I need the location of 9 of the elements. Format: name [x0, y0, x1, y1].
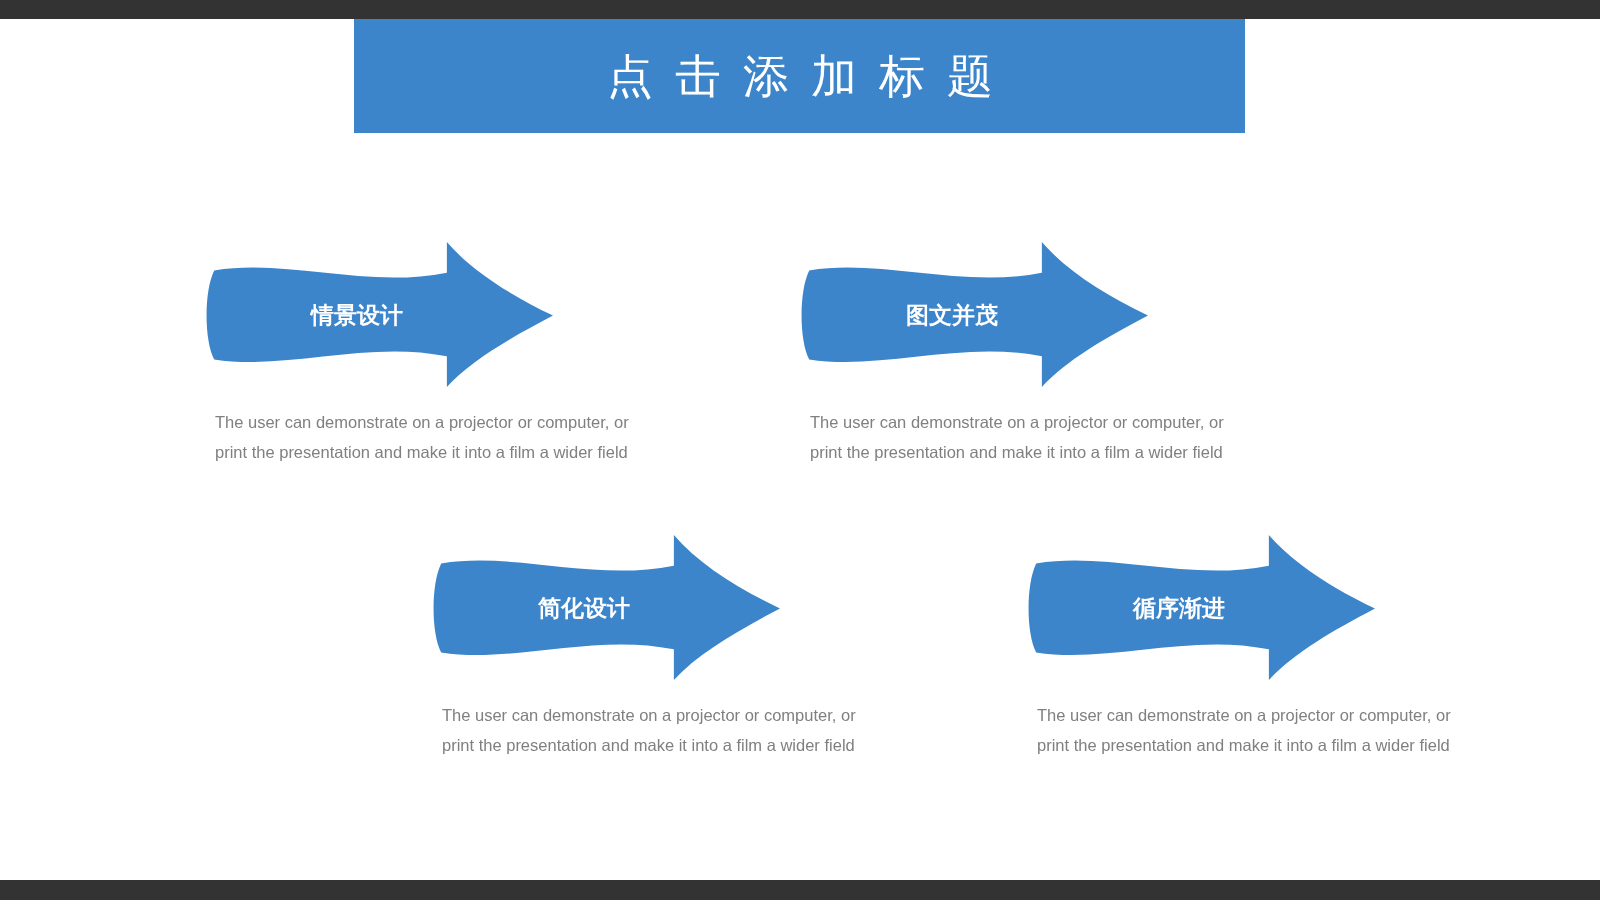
step-heading: 图文并茂	[906, 301, 998, 328]
description-text: The user can demonstrate on a projector or computer, or print the presentation and make it into a film a wider field	[215, 412, 630, 463]
step-heading: 循序渐进	[1133, 594, 1225, 621]
description-text: The user can demonstrate on a projector or computer, or print the presentation and make it into a film a wider field	[1037, 705, 1452, 756]
step-heading: 情景设计	[311, 301, 403, 328]
description-text: The user can demonstrate on a projector or computer, or print the presentation and make it into a film a wider field	[810, 412, 1225, 463]
slide-title: 点击添加标题	[605, 50, 1015, 102]
description-text: The user can demonstrate on a projector or computer, or print the presentation and make it into a film a wider field	[442, 705, 857, 756]
step-heading: 简化设计	[538, 594, 630, 621]
